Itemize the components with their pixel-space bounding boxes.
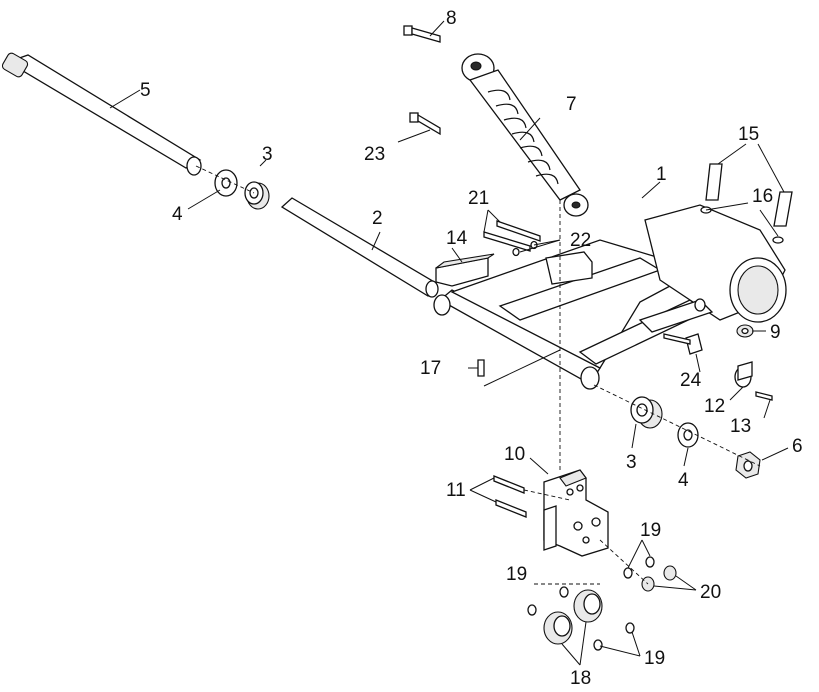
- label-part-22: 22: [570, 230, 591, 251]
- label-part-10: 10: [504, 444, 525, 465]
- clamp-part-12: [734, 361, 753, 388]
- label-part-15: 15: [738, 124, 759, 145]
- bolt-part-23: [409, 112, 441, 136]
- label-part-8: 8: [446, 8, 457, 29]
- screw-part-17: [477, 359, 485, 377]
- label-part-1: 1: [656, 164, 667, 185]
- rollers-part-18: [543, 589, 603, 645]
- label-part-11: 11: [446, 480, 466, 501]
- label-part-3-right: 3: [626, 452, 637, 473]
- assembly-guide-lines: [195, 165, 761, 585]
- label-part-23: 23: [364, 144, 385, 165]
- label-part-12: 12: [704, 396, 725, 417]
- label-part-2: 2: [372, 208, 383, 229]
- label-part-3-left: 3: [262, 144, 273, 165]
- label-part-24: 24: [680, 370, 702, 391]
- bolt-part-8: [403, 25, 441, 43]
- label-part-17: 17: [420, 358, 441, 379]
- label-part-4-right: 4: [678, 470, 689, 491]
- bolts-part-11: [493, 475, 527, 518]
- label-part-20: 20: [700, 582, 721, 603]
- swingarm-frame-part-1: [433, 204, 787, 390]
- label-part-6: 6: [792, 436, 803, 457]
- washers-part-19-lower: [527, 586, 635, 651]
- label-part-19-lower-right: 19: [644, 648, 665, 669]
- bushing-part-3-right: [630, 396, 663, 429]
- label-part-4-left: 4: [172, 204, 183, 225]
- nut-part-9: [736, 324, 754, 338]
- bolts-part-15: [705, 163, 793, 227]
- washer-part-4-left: [214, 169, 238, 197]
- label-part-13: 13: [730, 416, 751, 437]
- label-part-18: 18: [570, 668, 591, 689]
- label-part-14: 14: [446, 228, 468, 249]
- fitting-part-24: [663, 333, 703, 355]
- bolts-part-21: [483, 220, 541, 257]
- leader-lines: [109, 20, 789, 666]
- label-part-5: 5: [140, 80, 151, 101]
- label-part-9: 9: [770, 322, 781, 343]
- pad-part-14: [435, 253, 495, 287]
- bushing-part-3-left: [244, 181, 270, 210]
- screw-part-13: [755, 391, 773, 401]
- axle-part-5: [1, 52, 202, 176]
- label-part-16: 16: [752, 186, 773, 207]
- bracket-plate-part-10: [543, 469, 609, 557]
- label-part-19-lower-left: 19: [506, 564, 527, 585]
- label-part-21: 21: [468, 188, 489, 209]
- label-part-19-upper: 19: [640, 520, 661, 541]
- washer-part-4-right: [677, 422, 699, 448]
- pivot-tube-part-2: [280, 197, 439, 298]
- label-part-7: 7: [566, 94, 577, 115]
- bracket-mount: [545, 251, 593, 285]
- nut-part-6: [735, 451, 761, 479]
- part-labels: 1 2 3 3 4 4 5 6 7 8 9 10 11 12 13 14 15 …: [140, 8, 803, 689]
